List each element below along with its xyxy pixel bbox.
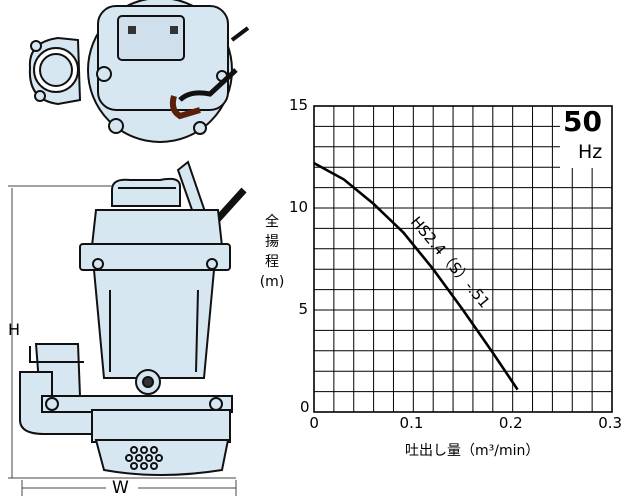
x-tick-label: 0: [309, 414, 319, 432]
width-dimension-label: W: [112, 478, 129, 498]
x-tick-label: 0.2: [498, 414, 523, 432]
pump-side-view: [19, 160, 247, 476]
frequency-value: 50: [563, 105, 602, 138]
y-tick-label: 15: [289, 96, 309, 114]
y-tick-label: 10: [289, 198, 309, 216]
series-label: HS2.4（S）-.51: [407, 213, 494, 311]
frequency-unit: Hz: [578, 141, 603, 163]
y-axis-label-unit: (m): [259, 274, 285, 290]
performance-chart: HS2.4（S）-.51: [313, 105, 613, 413]
x-axis-label: 吐出し量（m³/min）: [405, 443, 540, 459]
chart-grid: [314, 106, 612, 412]
y-axis-label: 全 揚 程 (m): [258, 212, 286, 292]
y-tick-label: 0: [300, 398, 310, 416]
y-axis-label-char: 全: [265, 214, 279, 230]
x-tick-label: 0.3: [598, 414, 623, 432]
pump-top-view: [28, 0, 250, 143]
hz-box: [560, 106, 612, 168]
y-axis-label-char: 揚: [265, 234, 279, 250]
x-tick-label: 0.1: [399, 414, 424, 432]
plot-frame: [313, 105, 613, 413]
dimension-lines: [8, 185, 237, 496]
y-tick-label: 5: [298, 300, 309, 318]
height-dimension-label: H: [8, 320, 21, 339]
y-axis-label-char: 程: [265, 254, 279, 270]
series-line: [313, 161, 519, 391]
